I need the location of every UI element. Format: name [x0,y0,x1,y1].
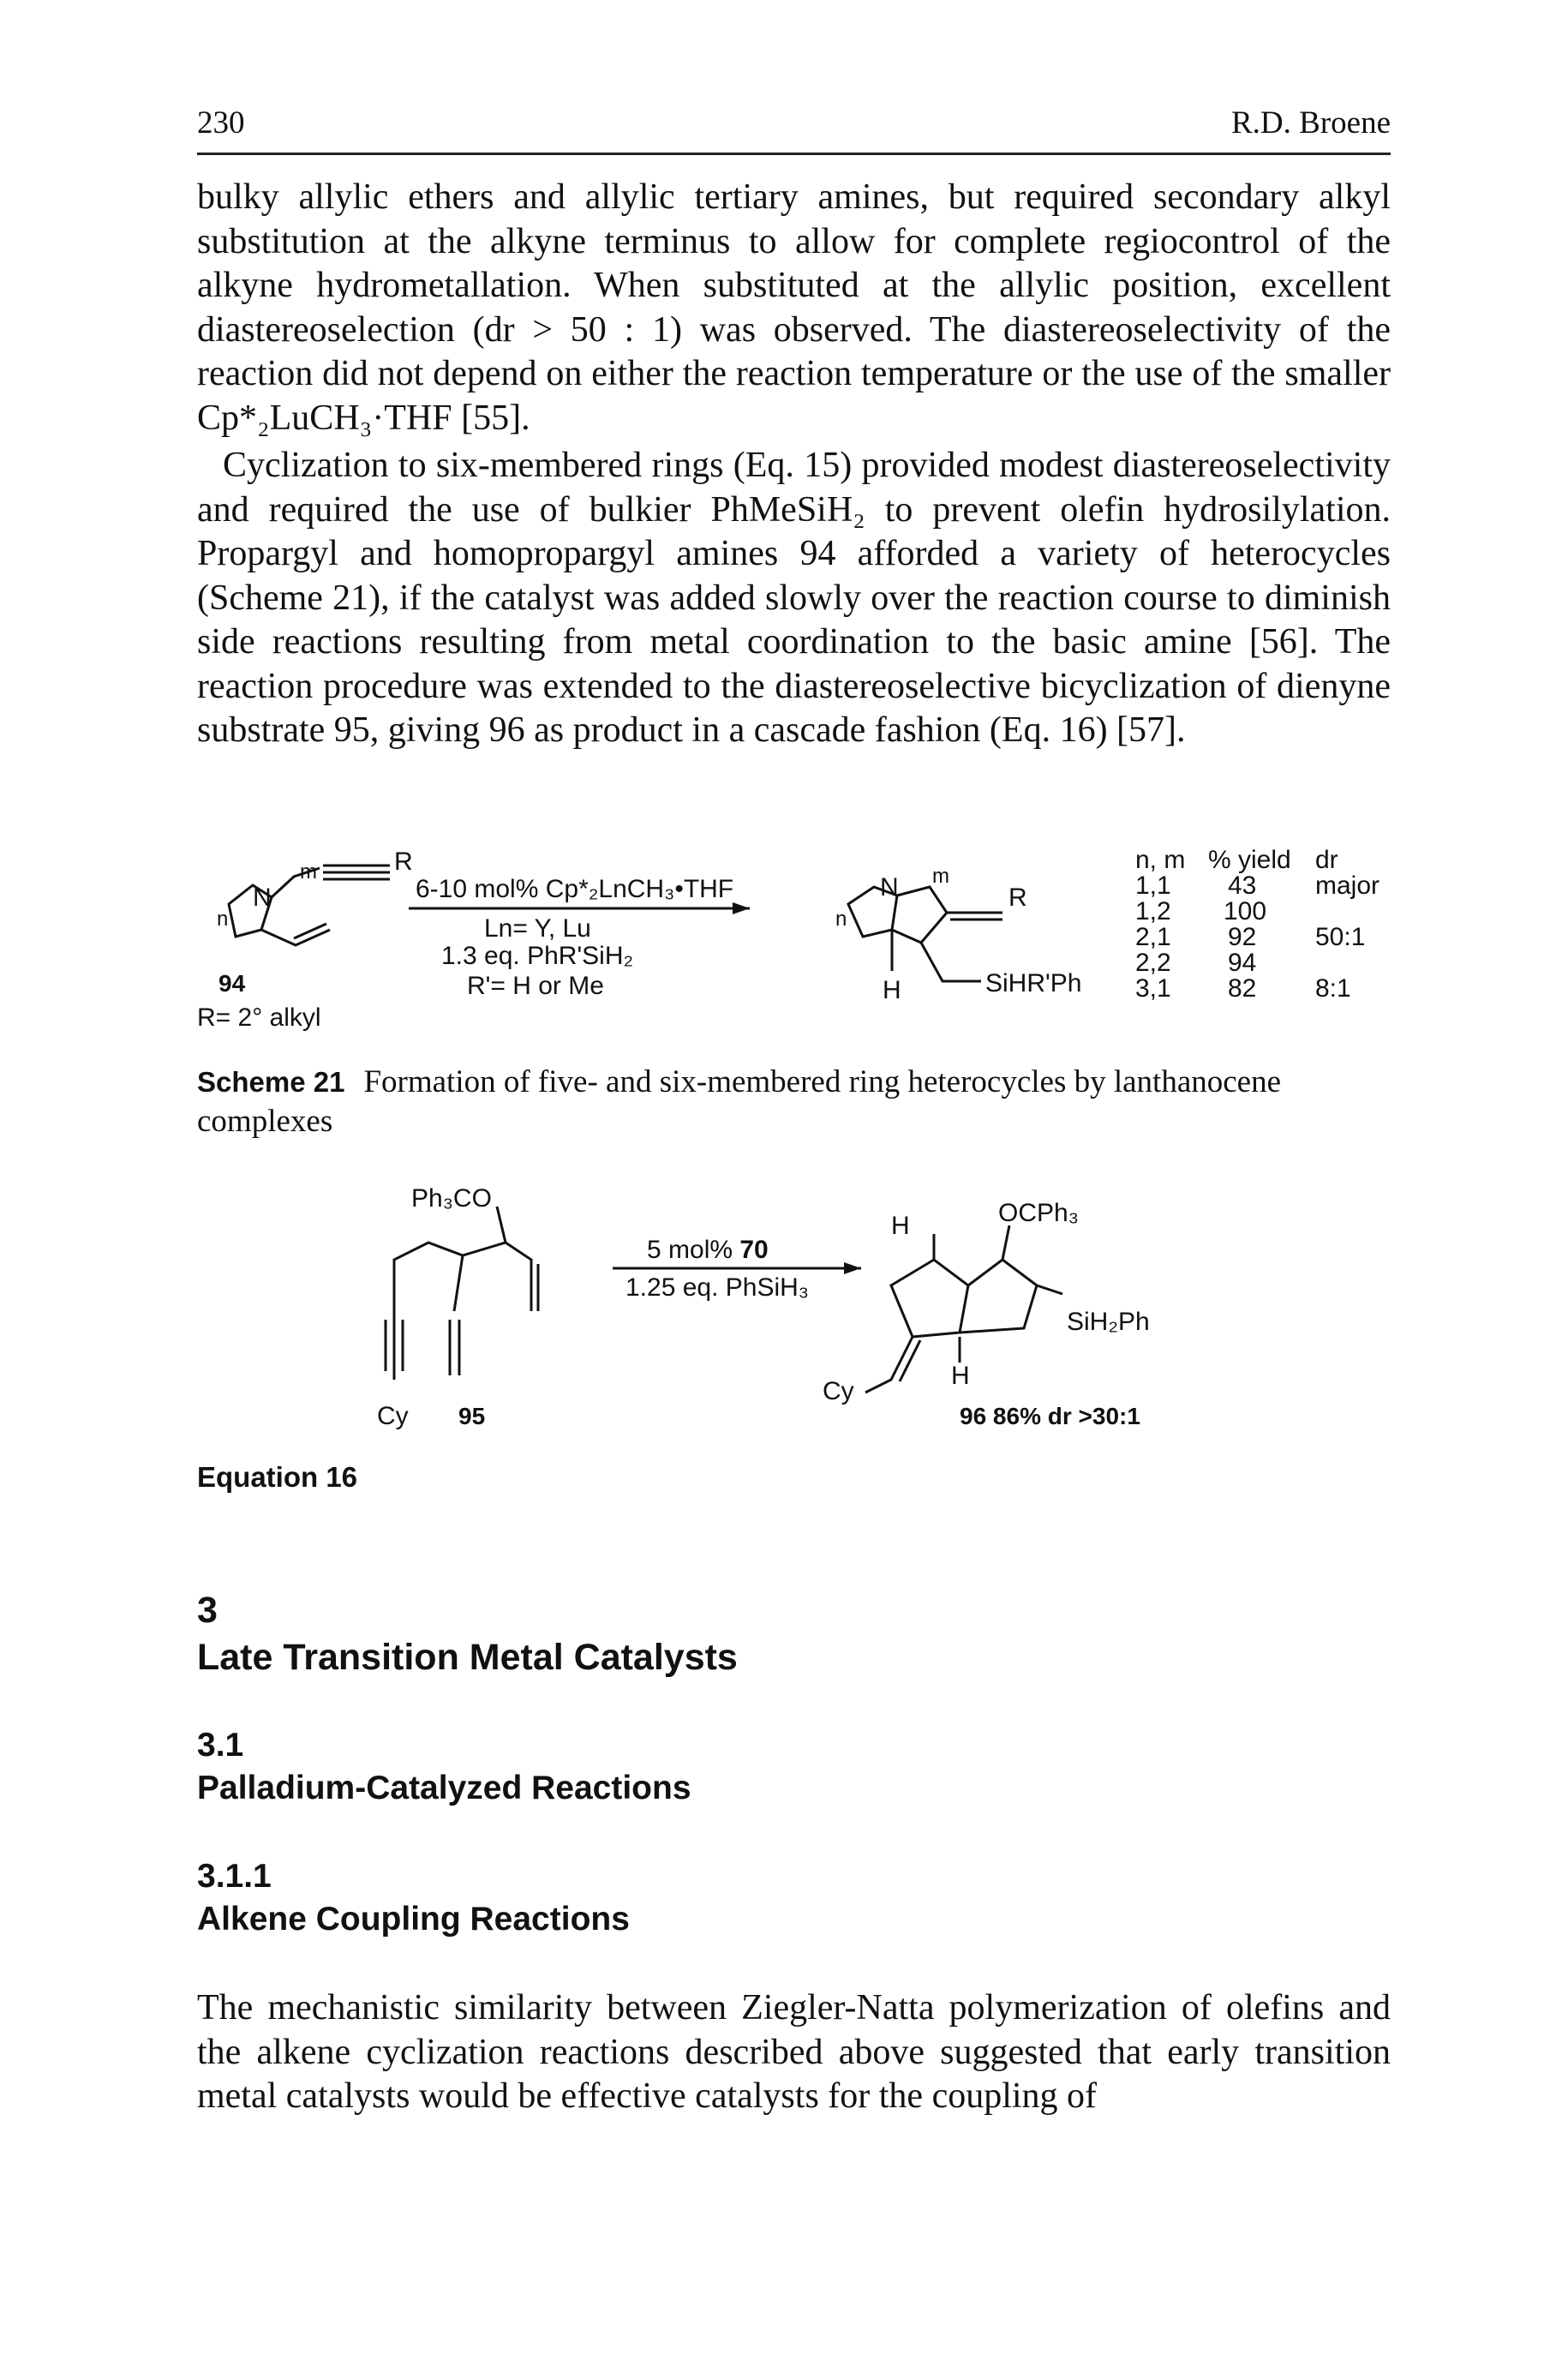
equation-16-reagent-line-1: 5 mol% 70 [647,1236,769,1264]
paragraph-1: bulky allylic ethers and allylic tertiar… [197,177,1391,438]
compound-96-label: 96 86% dr >30:1 [960,1403,1140,1429]
table-cell: 43 [1228,872,1256,900]
table-header-nm: n, m [1135,846,1185,874]
scheme-21-reagent-line-4: R'= H or Me [467,972,604,1000]
substrate-n-atom: N [253,884,272,912]
product-ring-n-index: n [835,907,847,931]
section-3-1-number: 3.1 [197,1727,244,1764]
section-3-1-title: Palladium-Catalyzed Reactions [197,1770,691,1806]
section-3-1-1-title: Alkene Coupling Reactions [197,1901,630,1938]
substrate-95-trityl-ether: Ph₃CO [411,1184,492,1213]
table-cell: major [1315,872,1379,900]
scheme-21-results-table: n, m % yield dr 1,1 43 major 1,2 100 2,1… [1135,846,1379,1003]
paragraph-3: The mechanistic similarity between Ziegl… [197,1988,1391,2116]
table-header-yield: % yield [1208,846,1291,874]
table-cell: 50:1 [1315,923,1365,951]
equation-16-arrowhead [844,1262,861,1274]
table-header-dr: dr [1315,846,1338,874]
table-cell: 2,1 [1135,923,1171,951]
table-cell: 2,2 [1135,949,1171,977]
product-n-atom: N [880,873,899,901]
substrate-r-group: R [394,848,413,876]
scheme-21-reagent-line-3: 1.3 eq. PhR'SiH₂ [441,942,633,970]
table-cell: 82 [1228,974,1256,1003]
substrate-r-definition: R= 2° alkyl [197,1003,321,1032]
compound-94-label: 94 [218,970,246,997]
scheme-21-caption-text: Formation of five- and six-membered ring… [197,1064,1282,1139]
product-96-silyl-group: SiH₂Ph [1067,1308,1150,1336]
table-cell: 1,2 [1135,897,1171,925]
product-h-atom: H [883,976,901,1004]
table-cell: 94 [1228,949,1256,977]
substrate-ring-n-index: n [217,907,228,931]
scheme-21-caption-label: Scheme 21 [197,1066,345,1098]
scheme-21-product-structure [847,885,1002,983]
compound-95-label: 95 [458,1403,485,1429]
product-96-h-top: H [891,1212,910,1240]
substrate-94-structure [227,864,390,947]
product-chain-m-index: m [932,865,949,888]
running-head-author: R.D. Broene [1231,105,1391,141]
section-3-1-1-number: 3.1.1 [197,1858,272,1895]
product-silyl-group: SiHR'Ph [985,969,1081,997]
scheme-21-arrowhead [733,902,750,914]
table-cell: 92 [1228,923,1256,951]
product-96-trityl-ether: OCPh₃ [998,1199,1079,1227]
scheme-21-reagent-line-1: 6-10 mol% Cp*₂LnCH₃•THF [416,875,733,903]
scheme-21-reagent-line-2: Ln= Y, Lu [484,914,591,943]
paragraph-2: Cyclization to six-membered rings (Eq. 1… [197,446,1391,750]
substrate-95-structure [384,1206,540,1380]
section-3-number: 3 [197,1590,218,1631]
table-cell: 100 [1224,897,1266,925]
table-cell: 1,1 [1135,872,1171,900]
product-96-h-bottom: H [951,1362,970,1390]
table-cell: 8:1 [1315,974,1351,1003]
table-cell: 3,1 [1135,974,1171,1003]
running-header: 230 R.D. Broene [197,101,1391,155]
substrate-95-cy: Cy [377,1402,409,1430]
product-r-group: R [1008,884,1027,912]
equation-16-figure: Ph₃CO Cy 95 5 mol% 70 1.25 eq. PhSiH₃ H … [377,1184,1150,1430]
page-number: 230 [197,105,245,141]
equation-16-reagent-line-2: 1.25 eq. PhSiH₃ [625,1273,809,1302]
equation-16-label: Equation 16 [197,1461,358,1493]
substrate-chain-m-index: m [300,860,317,884]
section-3-title: Late Transition Metal Catalysts [197,1637,738,1678]
product-96-structure [865,1225,1063,1394]
product-96-cy: Cy [823,1377,854,1405]
scheme-21-figure: N n m R 94 R= 2° alkyl 6-10 mol% Cp*₂LnC… [197,846,1379,1032]
